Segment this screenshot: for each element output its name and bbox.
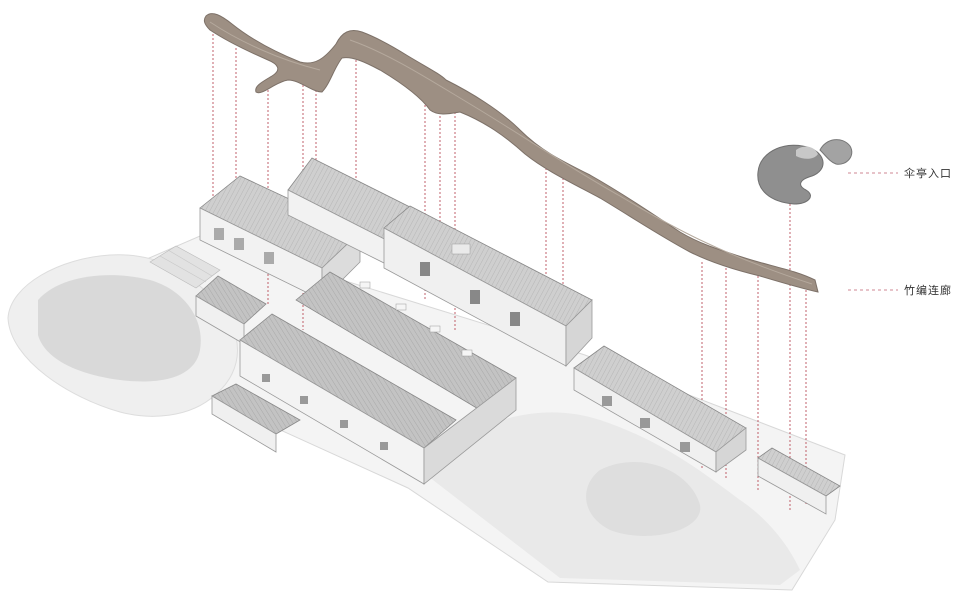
bamboo-woven-corridor — [203, 13, 819, 293]
label-bamboo-woven-corridor: 竹编连廊 — [904, 284, 952, 297]
building-northeast — [383, 205, 593, 368]
building-central-north — [287, 157, 421, 271]
courtyard-paving — [149, 245, 221, 289]
building-east-long — [573, 345, 747, 473]
building-small-west — [195, 275, 267, 345]
label-umbrella-pavilion-entrance: 伞亭入口 — [904, 167, 952, 180]
building-annex-south — [211, 383, 301, 453]
building-east-small — [757, 447, 841, 515]
umbrella-pavilion — [757, 139, 853, 205]
pond — [7, 254, 238, 417]
building-main-hall — [239, 271, 517, 485]
label-leader-lines — [848, 172, 898, 291]
